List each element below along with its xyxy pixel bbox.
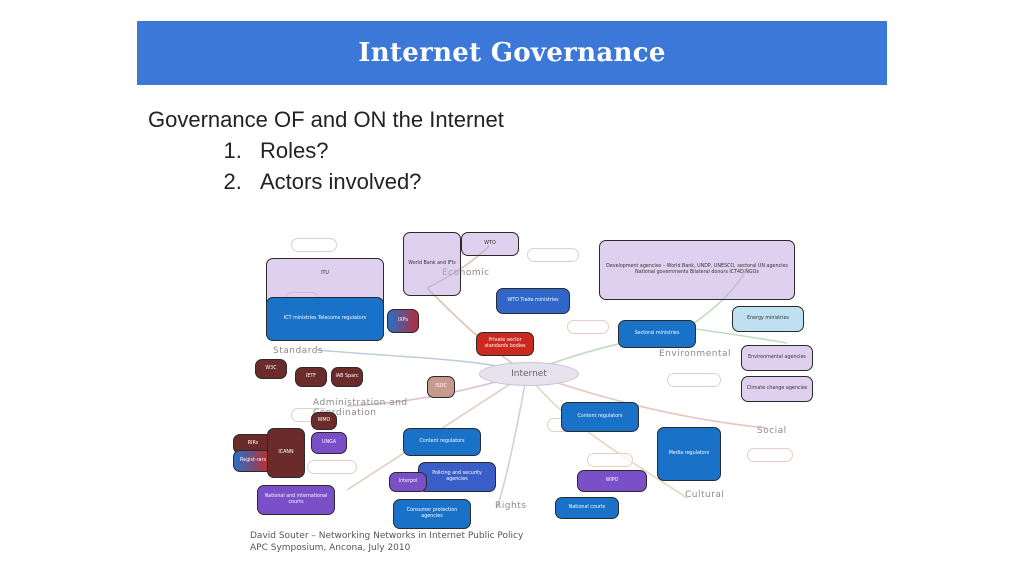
background-node	[567, 320, 609, 334]
question-list: Roles? Actors involved?	[148, 135, 504, 197]
media-regulators-node: Media regulators	[657, 427, 721, 481]
private-sector-node: Private sector standards bodies	[476, 332, 534, 356]
climate-change-node: Climate change agencies	[741, 376, 813, 402]
background-node	[527, 248, 579, 262]
list-item: Actors involved?	[248, 166, 504, 197]
branch-label: Environmental	[659, 349, 731, 359]
national-courts-node: National courts	[555, 497, 619, 519]
isoc-node: ISOC	[427, 376, 455, 398]
background-node	[667, 373, 721, 387]
wto-trade-node: WTO Trade ministries	[496, 288, 570, 314]
branch-label: Administration and Coordination	[313, 398, 408, 418]
wto-node: WTO	[461, 232, 519, 256]
slide-heading: Governance OF and ON the Internet	[148, 107, 504, 132]
slide-title: Internet Governance	[358, 38, 666, 68]
background-node	[307, 460, 357, 474]
sectoral-ministries-node: Sectoral ministries	[618, 320, 696, 348]
w3c-node: W3C	[255, 359, 287, 379]
background-node	[747, 448, 793, 462]
wmo-node: WMO	[311, 412, 337, 430]
source-caption: David Souter – Networking Networks in In…	[250, 530, 523, 554]
content-regulators-left-node: Content regulators	[403, 428, 481, 456]
branch-label: Cultural	[685, 490, 725, 500]
unga-node: UNGA	[311, 432, 347, 454]
consumer-protection-node: Consumer protection agencies	[393, 499, 471, 529]
branch-label: Social	[757, 426, 787, 436]
branch-label: Rights	[495, 501, 527, 511]
policing-security-node: Policing and security agencies	[418, 462, 496, 492]
wipo-node: WIPO	[577, 470, 647, 492]
title-bar: Internet Governance	[137, 21, 887, 85]
background-node	[587, 453, 633, 467]
energy-ministries-node: Energy ministries	[732, 306, 804, 332]
content-text: Governance OF and ON the Internet Roles?…	[148, 104, 504, 197]
iab-node: IAB Sparc	[331, 367, 363, 387]
interpol-node: Interpol	[389, 472, 427, 492]
development-agencies-node: Development agencies – World Bank, UNDP,…	[599, 240, 795, 300]
ietf-node: IETF	[295, 367, 327, 387]
world-bank-node: World Bank and IFIs	[403, 232, 461, 296]
caption-line: APC Symposium, Ancona, July 2010	[250, 543, 411, 553]
background-node	[291, 238, 337, 252]
list-item: Roles?	[248, 135, 504, 166]
icann-node: ICANN	[267, 428, 305, 478]
mindmap-diagram: Economic Standards Environmental Adminis…	[227, 228, 820, 558]
caption-line: David Souter – Networking Networks in In…	[250, 531, 524, 541]
internet-hub: Internet	[479, 362, 579, 386]
courts-node: National and international courts	[257, 485, 335, 515]
content-regulators-right-node: Content regulators	[561, 402, 639, 432]
branch-label: Economic	[442, 268, 490, 278]
ixps-node: IXPs	[387, 309, 419, 333]
branch-label: Standards	[273, 346, 324, 356]
ict-ministries-node: ICT ministries Telecoms regulators	[266, 297, 384, 341]
environmental-agencies-node: Environmental agencies	[741, 345, 813, 371]
